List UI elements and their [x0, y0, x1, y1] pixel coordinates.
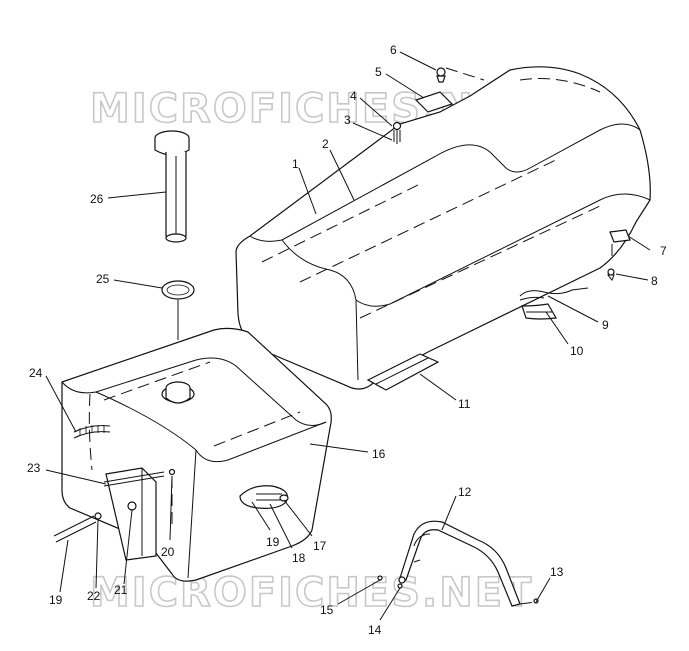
callout-17: 17 — [313, 539, 327, 553]
fuel-filler-cap — [154, 130, 190, 243]
callout-1: 1 — [292, 157, 299, 171]
callout-18: 18 — [292, 551, 306, 565]
callout-22: 22 — [87, 589, 101, 603]
callout-6: 6 — [390, 43, 397, 57]
callout-3: 3 — [344, 113, 351, 127]
callout-21: 21 — [114, 583, 128, 597]
callout-13: 13 — [550, 565, 564, 579]
callout-16: 16 — [372, 447, 386, 461]
callout-26: 26 — [90, 192, 104, 206]
callout-10: 10 — [570, 344, 584, 358]
fuel-valve-assembly — [53, 467, 176, 561]
callout-19-hose: 19 — [49, 593, 63, 607]
fuel-cap-gasket — [161, 280, 195, 300]
callout-9: 9 — [602, 318, 609, 332]
callout-8: 8 — [651, 274, 658, 288]
hose-and-clamp — [519, 287, 589, 320]
callout-19-fitting: 19 — [266, 535, 280, 549]
callout-24: 24 — [29, 366, 43, 380]
callout-25: 25 — [96, 272, 110, 286]
leader-lines — [45, 51, 651, 621]
watermark-bottom: MICROFICHES.NET — [90, 570, 533, 616]
seat-latch-hardware — [392, 67, 485, 144]
callout-11: 11 — [458, 397, 471, 411]
callout-5: 5 — [375, 65, 382, 79]
tank-strap — [377, 520, 539, 607]
callout-2: 2 — [322, 137, 329, 151]
callout-14: 14 — [368, 623, 382, 637]
callout-numbers: 1 2 3 4 5 6 7 8 9 10 11 12 13 14 15 16 1… — [27, 43, 667, 637]
seat-assembly — [235, 66, 651, 391]
rear-bracket-hardware — [606, 229, 631, 281]
callout-15: 15 — [320, 603, 334, 617]
callout-7: 7 — [660, 244, 667, 258]
callout-20: 20 — [161, 545, 175, 559]
callout-23: 23 — [27, 461, 41, 475]
callout-4: 4 — [350, 89, 357, 103]
fuel-tank — [61, 327, 332, 582]
callout-12: 12 — [458, 485, 472, 499]
